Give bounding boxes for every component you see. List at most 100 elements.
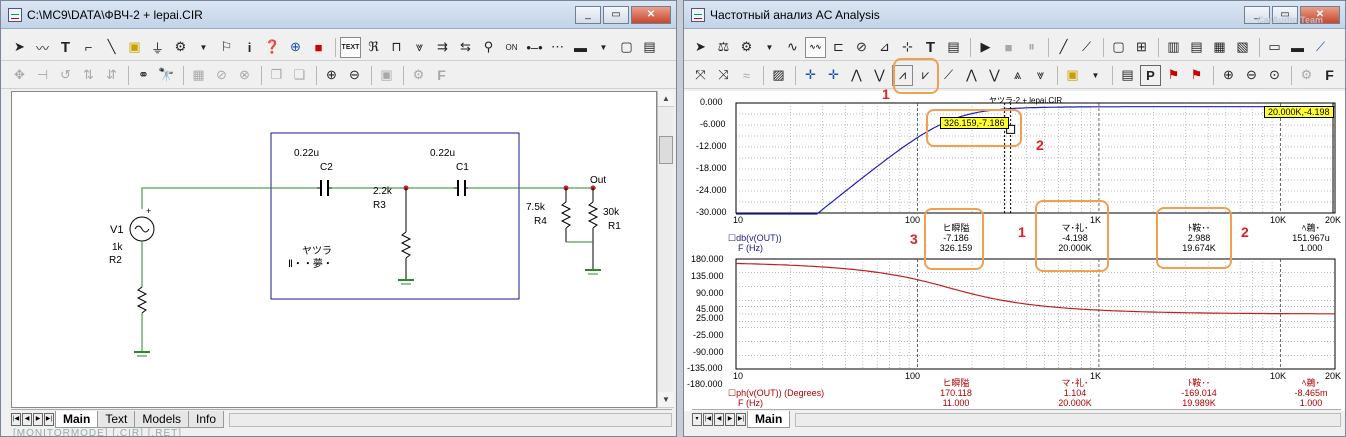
plot-area[interactable]: ヤツラ-2 + lepai.CIR 0.000 -6.000 -12.000 -… bbox=[684, 86, 1346, 411]
window-icon[interactable]: ▭ bbox=[1268, 39, 1281, 54]
probe-icon[interactable]: ⊕ bbox=[290, 39, 301, 54]
schematic-canvas[interactable]: + 0.22u C2 0.22u C1 2.2k R3 7.5k R4 30k … bbox=[11, 91, 657, 408]
properties-icon[interactable]: ▤ bbox=[947, 39, 960, 54]
text-tool-icon[interactable]: T bbox=[60, 38, 71, 56]
bracket-icon[interactable]: ⊏ bbox=[833, 39, 844, 54]
current-icon[interactable]: ⇉ bbox=[437, 39, 448, 54]
scroll-up-icon[interactable]: ▲ bbox=[658, 91, 674, 107]
run-icon[interactable]: ▶ bbox=[980, 39, 991, 54]
palette-icon[interactable]: ▣ bbox=[1066, 67, 1079, 82]
cursor-left-icon[interactable]: ⤧ bbox=[695, 67, 706, 82]
rotate-left-icon[interactable]: ⊣ bbox=[36, 67, 49, 82]
text-box-icon[interactable]: TEXT bbox=[340, 36, 361, 58]
zoom-out-icon[interactable]: ⊖ bbox=[1246, 67, 1257, 82]
find-icon[interactable]: ⚭ bbox=[138, 67, 149, 82]
pause-icon[interactable]: ⏸ bbox=[1028, 39, 1035, 54]
power-icon[interactable]: ⇆ bbox=[460, 39, 471, 54]
grid-icon[interactable]: ⊞ bbox=[1136, 39, 1147, 54]
analysis-horizontal-scrollbar[interactable] bbox=[795, 412, 1341, 427]
ac-analysis-chart[interactable] bbox=[684, 91, 1346, 411]
zoom-in-icon[interactable]: ⊕ bbox=[326, 67, 337, 82]
stop-icon[interactable]: ⊗ bbox=[239, 67, 250, 82]
tab-models[interactable]: Models bbox=[134, 411, 190, 428]
mirror-icon[interactable]: ⇅ bbox=[83, 67, 94, 82]
page-icon[interactable]: ▢ bbox=[620, 39, 633, 54]
condition-icon[interactable]: ⚲ bbox=[483, 39, 494, 54]
layout-3-icon[interactable]: ▦ bbox=[1213, 39, 1226, 54]
on-off-icon[interactable]: ON bbox=[505, 42, 518, 52]
table-icon[interactable]: ▤ bbox=[1121, 67, 1134, 82]
restore-button[interactable]: ▭ bbox=[603, 5, 629, 24]
global-low-icon[interactable]: ⩔ bbox=[1036, 67, 1045, 82]
gear-icon[interactable]: ⚙ bbox=[740, 39, 753, 54]
note-icon[interactable]: ▦ bbox=[192, 67, 205, 82]
border-icon[interactable]: ▬ bbox=[574, 39, 587, 55]
scroll-down-icon[interactable]: ▼ bbox=[658, 392, 674, 408]
layout-1-icon[interactable]: ▥ bbox=[1167, 39, 1180, 54]
node-numbers-icon[interactable]: ℜ bbox=[368, 39, 379, 54]
trend-icon[interactable]: ⟋ bbox=[1315, 39, 1326, 54]
separator-icon[interactable]: ▬ bbox=[1291, 39, 1304, 55]
global-high-icon[interactable]: ⩓ bbox=[1013, 67, 1022, 82]
minimize-button[interactable]: _ bbox=[1244, 5, 1270, 24]
line-icon[interactable]: ╱ bbox=[1059, 39, 1068, 54]
flag-icon[interactable]: ⚐ bbox=[220, 39, 233, 54]
scale-icon[interactable]: ⚖ bbox=[717, 39, 730, 54]
line-markers-icon[interactable]: ⟋ bbox=[1081, 39, 1092, 54]
next-tab-icon[interactable]: ▶ bbox=[725, 413, 735, 426]
close-button[interactable]: ✕ bbox=[1300, 5, 1340, 24]
tab-main[interactable]: Main bbox=[55, 411, 99, 428]
low-icon[interactable]: ⋁ bbox=[989, 67, 1000, 82]
node-connect-icon[interactable]: •–• bbox=[526, 39, 543, 55]
dropdown-arrow-icon[interactable]: ▼ bbox=[765, 42, 774, 52]
schematic-vertical-scrollbar[interactable]: ▲ ▼ bbox=[657, 91, 674, 408]
dropdown-arrow-icon[interactable]: ▼ bbox=[1091, 70, 1100, 80]
voltage-icon[interactable]: ⩔ bbox=[415, 39, 424, 54]
move-icon[interactable]: ✥ bbox=[14, 67, 25, 82]
ground-icon[interactable]: ⏚ bbox=[150, 40, 164, 56]
paste-icon[interactable]: ❏ bbox=[293, 67, 306, 82]
select-arrow-icon[interactable]: ➤ bbox=[14, 39, 25, 54]
valley-icon[interactable]: ⋁ bbox=[874, 67, 885, 82]
properties-icon[interactable]: ▤ bbox=[643, 39, 656, 54]
camera-icon[interactable]: ▣ bbox=[380, 67, 393, 82]
first-tab-icon[interactable]: |◀ bbox=[703, 413, 713, 426]
help-icon[interactable]: ❓ bbox=[264, 39, 281, 54]
text-tool-icon[interactable]: T bbox=[925, 38, 936, 56]
prev-tab-icon[interactable]: ◀ bbox=[714, 413, 724, 426]
wave-dim-icon[interactable]: ≈ bbox=[742, 67, 751, 83]
slope-icon[interactable]: ⟋ bbox=[943, 67, 954, 82]
local-valley-icon[interactable]: ⩗ bbox=[921, 67, 930, 82]
tab-text[interactable]: Text bbox=[97, 411, 136, 428]
frame-icon[interactable]: ▢ bbox=[1112, 39, 1125, 54]
layout-4-icon[interactable]: ▧ bbox=[1236, 39, 1249, 54]
cross-icon[interactable]: ⊹ bbox=[902, 39, 913, 54]
font-icon[interactable]: F bbox=[1325, 67, 1334, 83]
component-icon[interactable]: ▣ bbox=[128, 39, 141, 54]
dropdown-arrow-icon[interactable]: ▼ bbox=[599, 42, 608, 52]
tab-main[interactable]: Main bbox=[747, 411, 791, 428]
schematic-horizontal-scrollbar[interactable] bbox=[229, 412, 672, 427]
info-icon[interactable]: i bbox=[247, 39, 252, 55]
plot-icon[interactable]: ⊿ bbox=[879, 39, 890, 54]
peak-left-icon[interactable]: ✛ bbox=[805, 67, 816, 82]
first-tab-icon[interactable]: |◀ bbox=[11, 413, 21, 426]
scroll-thumb[interactable] bbox=[659, 136, 673, 164]
peak-icon[interactable]: ⋀ bbox=[851, 67, 862, 82]
chart-icon[interactable]: ▨ bbox=[772, 67, 785, 82]
waveform-box-icon[interactable]: ∿∿ bbox=[805, 36, 826, 58]
dropdown-tab-icon[interactable]: ▾ bbox=[692, 413, 702, 426]
restore-button[interactable]: ▭ bbox=[1272, 5, 1298, 24]
stop-icon[interactable]: ■ bbox=[1004, 39, 1013, 55]
record-icon[interactable]: ■ bbox=[314, 39, 323, 55]
gear-icon[interactable]: ⚙ bbox=[174, 39, 187, 54]
wire-icon[interactable]: 〰 bbox=[35, 40, 49, 56]
font-icon[interactable]: F bbox=[437, 67, 446, 83]
diagonal-wire-icon[interactable]: ╲ bbox=[107, 39, 116, 54]
orthogonal-wire-icon[interactable]: ⌐ bbox=[84, 39, 93, 55]
zoom-fit-icon[interactable]: ⊙ bbox=[1269, 67, 1280, 82]
flip-icon[interactable]: ⇵ bbox=[106, 67, 117, 82]
grid-icon[interactable]: ⋯ bbox=[551, 39, 564, 54]
minimize-button[interactable]: _ bbox=[575, 5, 601, 24]
next-tab-icon[interactable]: ▶ bbox=[33, 413, 43, 426]
